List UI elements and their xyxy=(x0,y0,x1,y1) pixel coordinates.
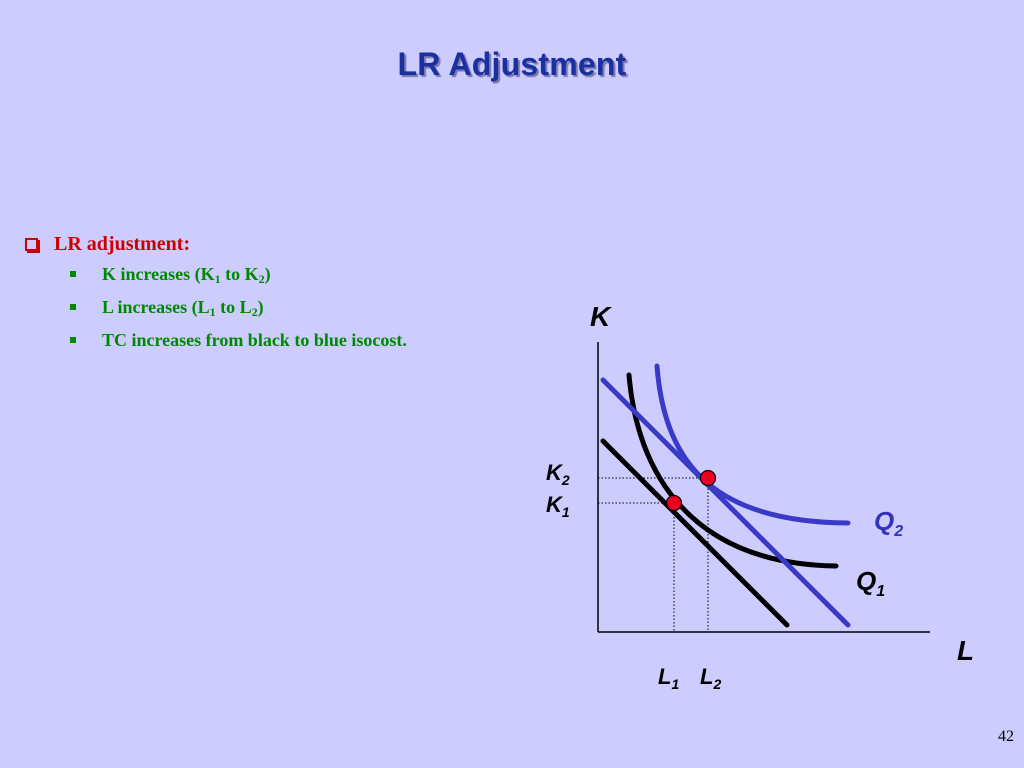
bullet-main: LR adjustment: xyxy=(24,230,584,258)
square-bullet-icon xyxy=(70,270,76,277)
tangency-point-1 xyxy=(665,494,683,512)
checkbox-bullet-icon xyxy=(25,237,38,251)
isocost-black-line xyxy=(600,438,790,628)
l1-label: L1 xyxy=(658,664,679,692)
k1-label: K1 xyxy=(546,492,570,520)
isocost-blue-line xyxy=(600,377,851,628)
bullet-item-text: L increases (L1 to L2) xyxy=(102,297,264,319)
square-bullet-icon xyxy=(70,303,76,310)
square-bullet-icon xyxy=(70,336,76,343)
slide-title: LR Adjustment xyxy=(397,46,627,82)
bullet-main-text: LR adjustment: xyxy=(54,232,191,255)
bullet-item: L increases (L1 to L2) xyxy=(70,291,584,324)
q1-label: Q1 xyxy=(856,566,885,600)
bullet-item: TC increases from black to blue isocost. xyxy=(70,324,584,357)
k2-label: K2 xyxy=(546,460,570,488)
bullet-list: LR adjustment: K increases (K1 to K2) L … xyxy=(24,230,584,357)
axis-l-label: L xyxy=(957,635,974,666)
axis-k-label: K xyxy=(590,301,612,332)
bullet-item: K increases (K1 to K2) xyxy=(70,258,584,291)
bullet-item-text: TC increases from black to blue isocost. xyxy=(102,330,407,350)
isoquant-q2-curve xyxy=(654,363,851,526)
q2-label: Q2 xyxy=(874,506,903,540)
tangency-point-2 xyxy=(699,469,717,487)
l2-label: L2 xyxy=(700,664,721,692)
isoquant-isocost-diagram: K L K2 K1 L1 L2 Q2 Q1 xyxy=(546,301,974,692)
bullet-item-text: K increases (K1 to K2) xyxy=(102,264,271,286)
page-number: 42 xyxy=(998,728,1014,745)
